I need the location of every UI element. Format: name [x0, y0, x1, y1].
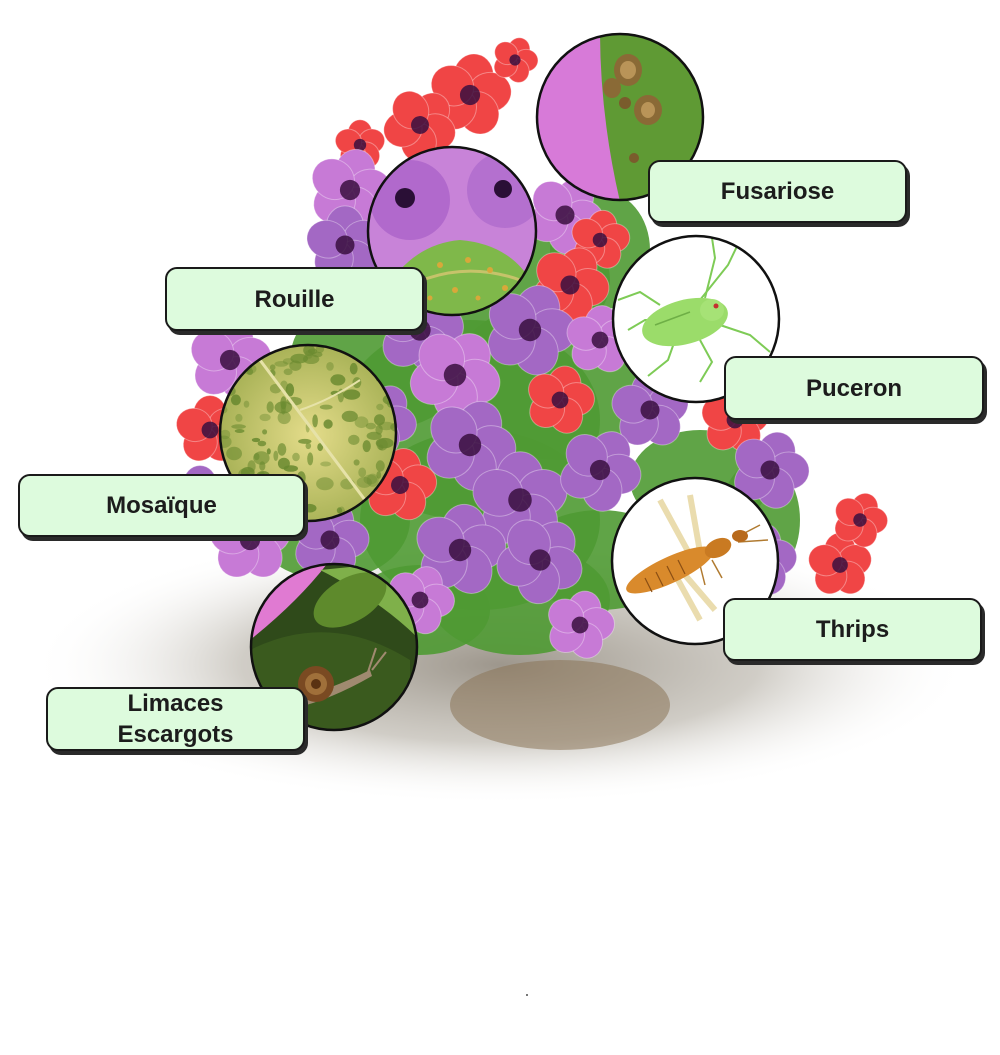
- label-limaces-text: Limaces: [127, 690, 224, 717]
- label-puceron-text: Puceron: [805, 374, 903, 402]
- label-fusariose: Fusariose: [648, 160, 907, 223]
- stray-dot: [526, 994, 528, 996]
- label-escargots-text: Escargots: [117, 721, 234, 748]
- label-thrips: Thrips: [723, 598, 982, 661]
- leaf-spot-icon: [535, 32, 705, 202]
- label-puceron: Puceron: [724, 356, 984, 420]
- label-limaces-escargots: Limaces Escargots: [46, 687, 305, 751]
- label-mosaique: Mosaïque: [18, 474, 305, 537]
- label-rouille: Rouille: [165, 267, 424, 331]
- label-fusariose-text: Fusariose: [720, 178, 835, 205]
- label-mosaique-text: Mosaïque: [106, 492, 217, 519]
- label-thrips-text: Thrips: [815, 616, 890, 643]
- label-rouille-text: Rouille: [254, 285, 335, 313]
